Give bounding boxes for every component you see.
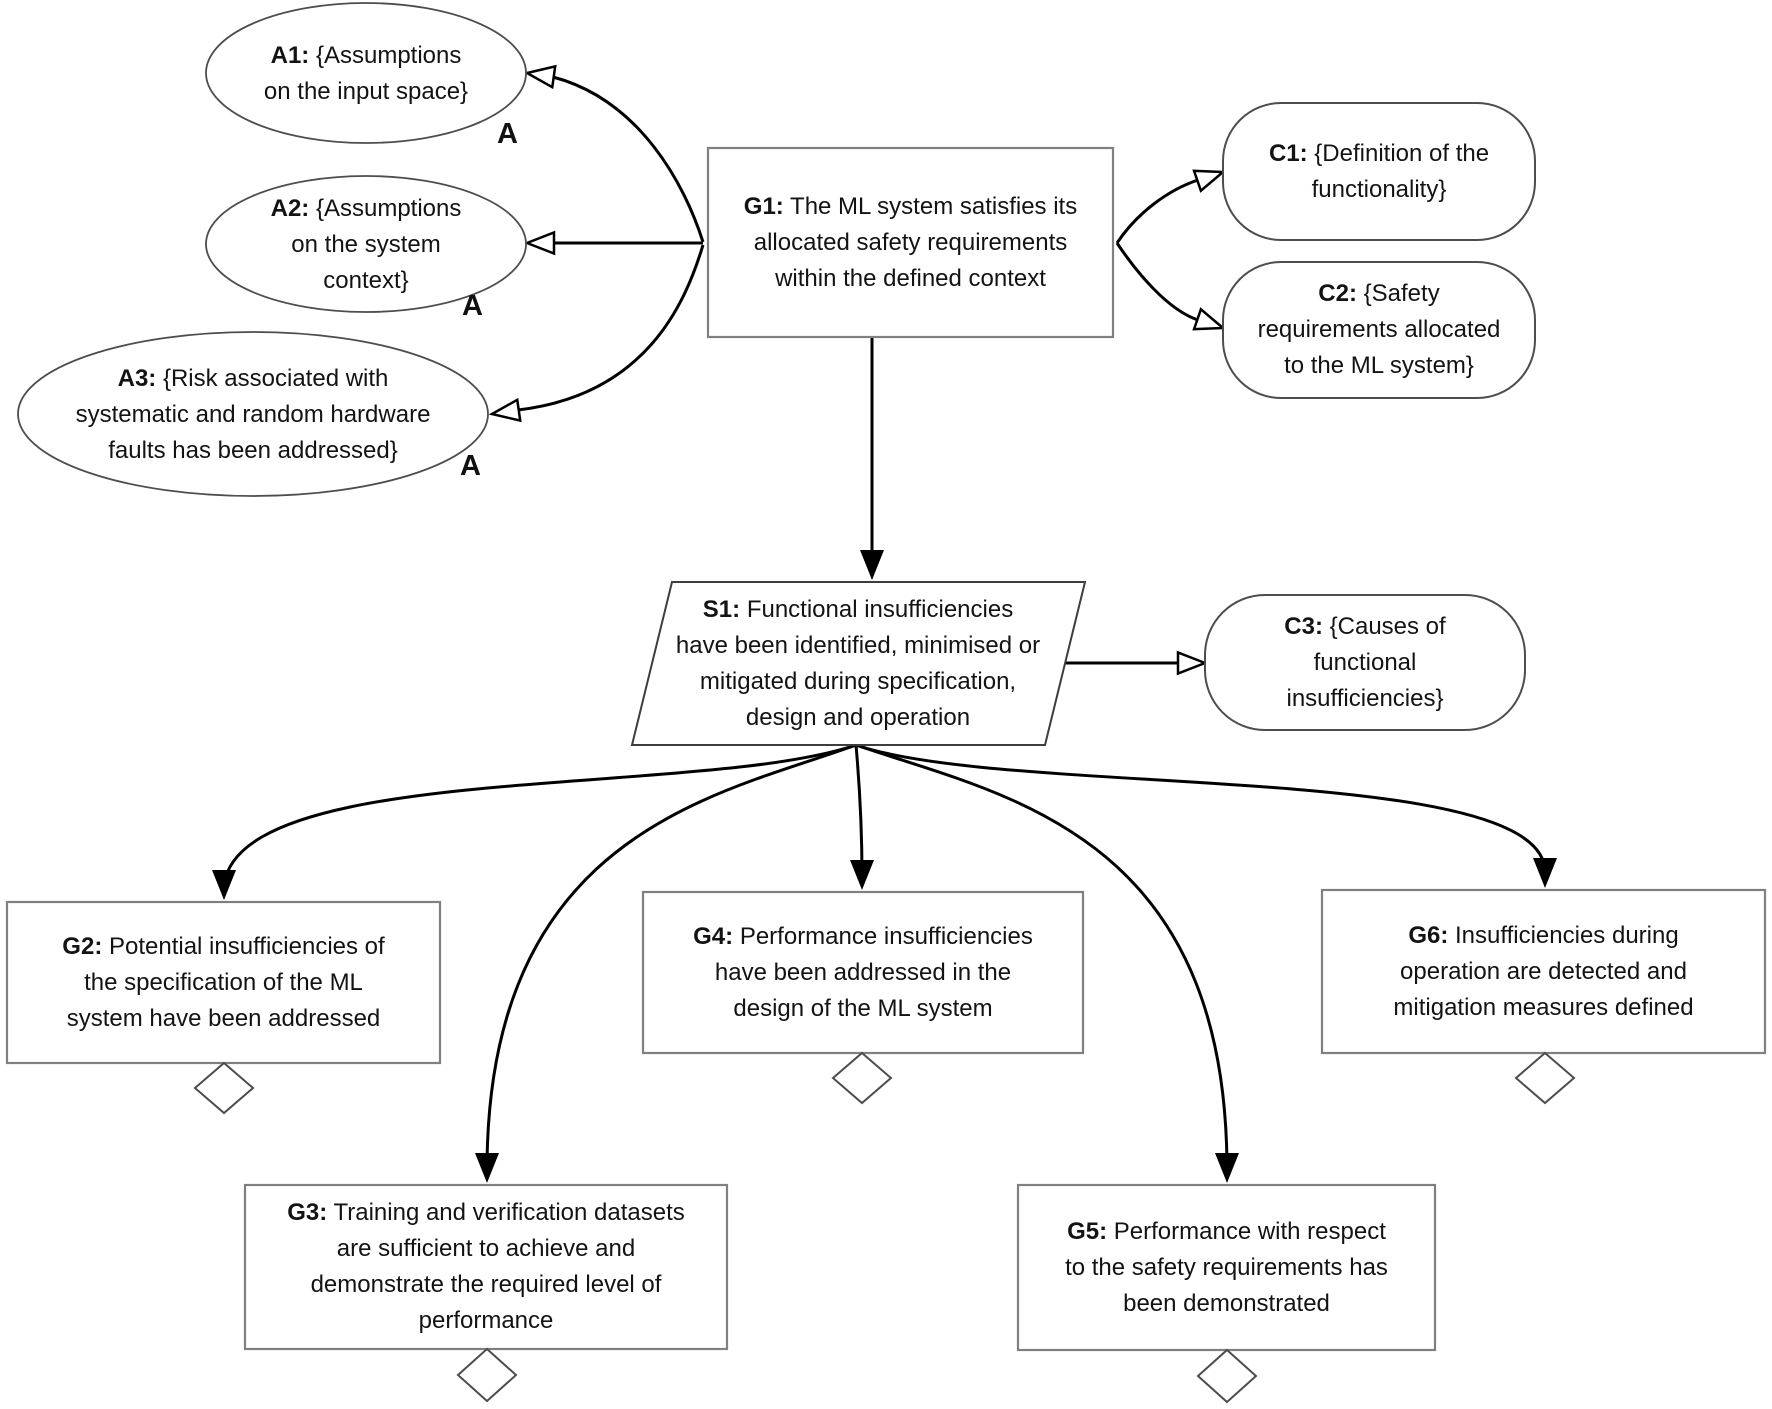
node-g4-text: G4: Performance insufficiencies have bee… [693, 922, 1033, 1022]
node-g5-rect [1016, 1183, 1437, 1352]
solid-arrowhead-g3 [475, 1153, 499, 1183]
node-a3-ellipse [17, 331, 489, 497]
solid-arrowhead-g5 [1215, 1153, 1239, 1183]
edge-s1-g4 [854, 744, 864, 877]
edge-s1-g2 [222, 743, 857, 886]
undeveloped-diamond-g3 [456, 1347, 518, 1403]
node-c3-rounded [1204, 594, 1526, 731]
hollow-arrowhead-a1 [523, 64, 557, 90]
hollow-arrowhead-c2 [1192, 307, 1227, 331]
edge-g1-a3 [517, 244, 705, 412]
node-g1-text: G1: The ML system satisfies its allocate… [743, 192, 1078, 292]
node-c1-text: C1: {Definition of the functionality} [1268, 139, 1490, 203]
solid-arrowhead-g2 [212, 870, 236, 900]
assumption-marker-a1: A [497, 118, 518, 150]
node-a2-ellipse [205, 175, 527, 313]
solid-arrowhead-g6 [1533, 858, 1557, 888]
node-c3-text: C3: {Causes of functional insufficiencie… [1284, 612, 1446, 712]
node-g2-rect [5, 900, 442, 1065]
hollow-arrowhead-c1 [1192, 169, 1227, 193]
node-g6-rect [1320, 888, 1767, 1055]
node-s1-parallelogram [630, 581, 1087, 746]
node-c2-rounded [1222, 261, 1536, 399]
edge-s1-g5 [855, 743, 1229, 1171]
node-a2-text: A2: {Assumptions on the system context} [270, 195, 462, 294]
node-g3-text: G3: Training and verification datasets a… [287, 1199, 685, 1334]
node-g1-rect [706, 146, 1115, 339]
undeveloped-diamond-g2 [193, 1061, 255, 1115]
hollow-arrowhead-c3 [1176, 650, 1209, 676]
edge-g1-c2 [1115, 242, 1199, 322]
solid-arrowhead-s1 [860, 550, 884, 580]
assumption-marker-a2: A [462, 290, 483, 322]
edge-s1-g6 [855, 743, 1547, 873]
node-c2-text: C2: {Safety requirements allocated to th… [1257, 280, 1501, 379]
node-a3-text: A3: {Risk associated with systematic and… [75, 365, 431, 464]
node-a1-ellipse [205, 2, 527, 144]
node-g4-rect [641, 890, 1085, 1055]
hollow-arrowhead-a2 [523, 230, 556, 256]
node-g5-text: G5: Performance with respect to the safe… [1065, 1217, 1388, 1317]
undeveloped-diamond-g6 [1514, 1051, 1576, 1105]
edge-g1-a1 [552, 75, 705, 243]
node-g2-text: G2: Potential insufficiencies of the spe… [62, 932, 385, 1032]
node-c1-rounded [1222, 102, 1536, 241]
node-s1-text: S1: Functional insufficiencies have been… [675, 596, 1041, 731]
assumption-marker-a3: A [460, 450, 481, 482]
undeveloped-diamond-g5 [1196, 1348, 1258, 1404]
node-g3-rect [243, 1183, 729, 1351]
node-a1-text: A1: {Assumptions on the input space} [263, 42, 469, 105]
edge-g1-c1 [1115, 178, 1199, 244]
solid-arrowhead-g4 [850, 860, 874, 890]
node-g6-text: G6: Insufficiencies during operation are… [1393, 921, 1694, 1021]
hollow-arrowhead-a3 [488, 397, 522, 423]
undeveloped-diamond-g4 [831, 1051, 893, 1105]
edge-s1-g3 [485, 743, 857, 1171]
